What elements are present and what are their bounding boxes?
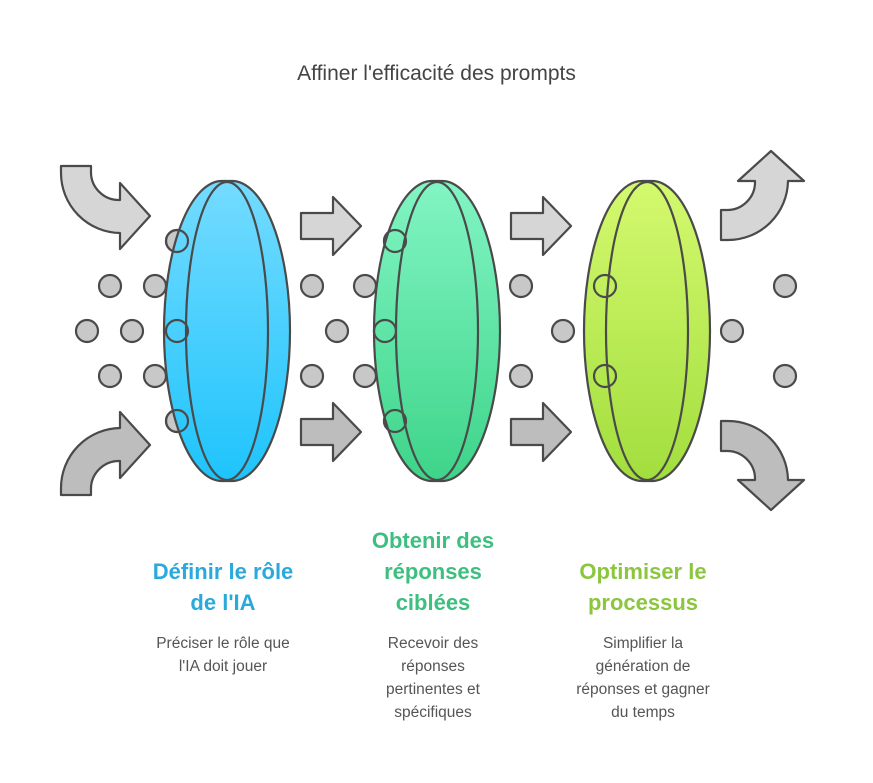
particle-dot-outline [382,408,408,434]
heading-line: Obtenir des [371,528,495,553]
particle-dot [352,363,378,389]
heading-line: réponses [384,559,482,584]
particle-dot [352,273,378,299]
step-heading: Obtenir des réponses ciblées [343,525,523,618]
description-line: Recevoir des [387,635,479,652]
particle-dot [74,318,100,344]
particle-dot [508,273,534,299]
description-line: du temps [611,704,675,721]
particle-dot [772,363,798,389]
arrow-right-icon [509,195,573,257]
description-line: réponses et gagner [576,681,710,698]
heading-line: Définir le rôle [152,559,294,584]
filter-ring [162,179,292,483]
particle-dot-outline [382,228,408,254]
description-line: pertinentes et [386,681,480,698]
diagram-title: Affiner l'efficacité des prompts [297,62,576,85]
step-heading: Optimiser le processus [553,556,733,618]
description-line: l'IA doit jouer [178,658,268,675]
description-line: réponses [401,658,465,675]
filter-ring-inner-edge [604,180,690,482]
particle-dot [299,273,325,299]
description-line: Préciser le rôle que [156,635,290,652]
step-description: Recevoir des réponses pertinentes et spécif… [343,632,523,724]
heading-line: ciblées [395,590,471,615]
curved-arrow-in-bottom-icon [59,410,152,497]
particle-dot [299,363,325,389]
particle-dot-outline [164,408,190,434]
particle-dot [119,318,145,344]
description-line: spécifiques [394,704,472,721]
curved-arrow-in-top-icon [59,164,152,251]
filter-ring [372,179,502,483]
description-line: génération de [595,658,691,675]
particle-dot [324,318,350,344]
arrow-right-icon [299,195,363,257]
step-description: Préciser le rôle que l'IA doit jouer [133,632,313,678]
particle-dot-outline [164,228,190,254]
particle-dot-outline [592,273,618,299]
heading-line: de l'IA [190,590,256,615]
particle-dot [719,318,745,344]
particle-dot-outline [592,363,618,389]
particle-dot [508,363,534,389]
particle-dot [142,273,168,299]
particle-dot-outline [164,318,190,344]
filter-ring [582,179,712,483]
arrow-right-icon [509,401,573,463]
step-description: Simplifier la génération de réponses et ga… [553,632,733,724]
particle-dot-outline [372,318,398,344]
particle-dot [142,363,168,389]
step-optimize-process: Optimiser le processus Simplifier la génér… [553,556,733,724]
particle-dot [97,273,123,299]
arrow-right-icon [299,401,363,463]
heading-line: processus [587,590,699,615]
description-line: Simplifier la [602,635,684,652]
particle-dot [772,273,798,299]
filter-ring-inner-edge [184,180,270,482]
step-targeted-answers: Obtenir des réponses ciblées Recevoir des r… [343,525,523,724]
step-heading: Définir le rôle de l'IA [133,556,313,618]
particle-dot [550,318,576,344]
curved-arrow-out-down-icon [719,419,806,512]
step-define-role: Définir le rôle de l'IA Préciser le rôle … [133,556,313,678]
particle-dot [97,363,123,389]
heading-line: Optimiser le [579,559,707,584]
curved-arrow-out-up-icon [719,149,806,242]
